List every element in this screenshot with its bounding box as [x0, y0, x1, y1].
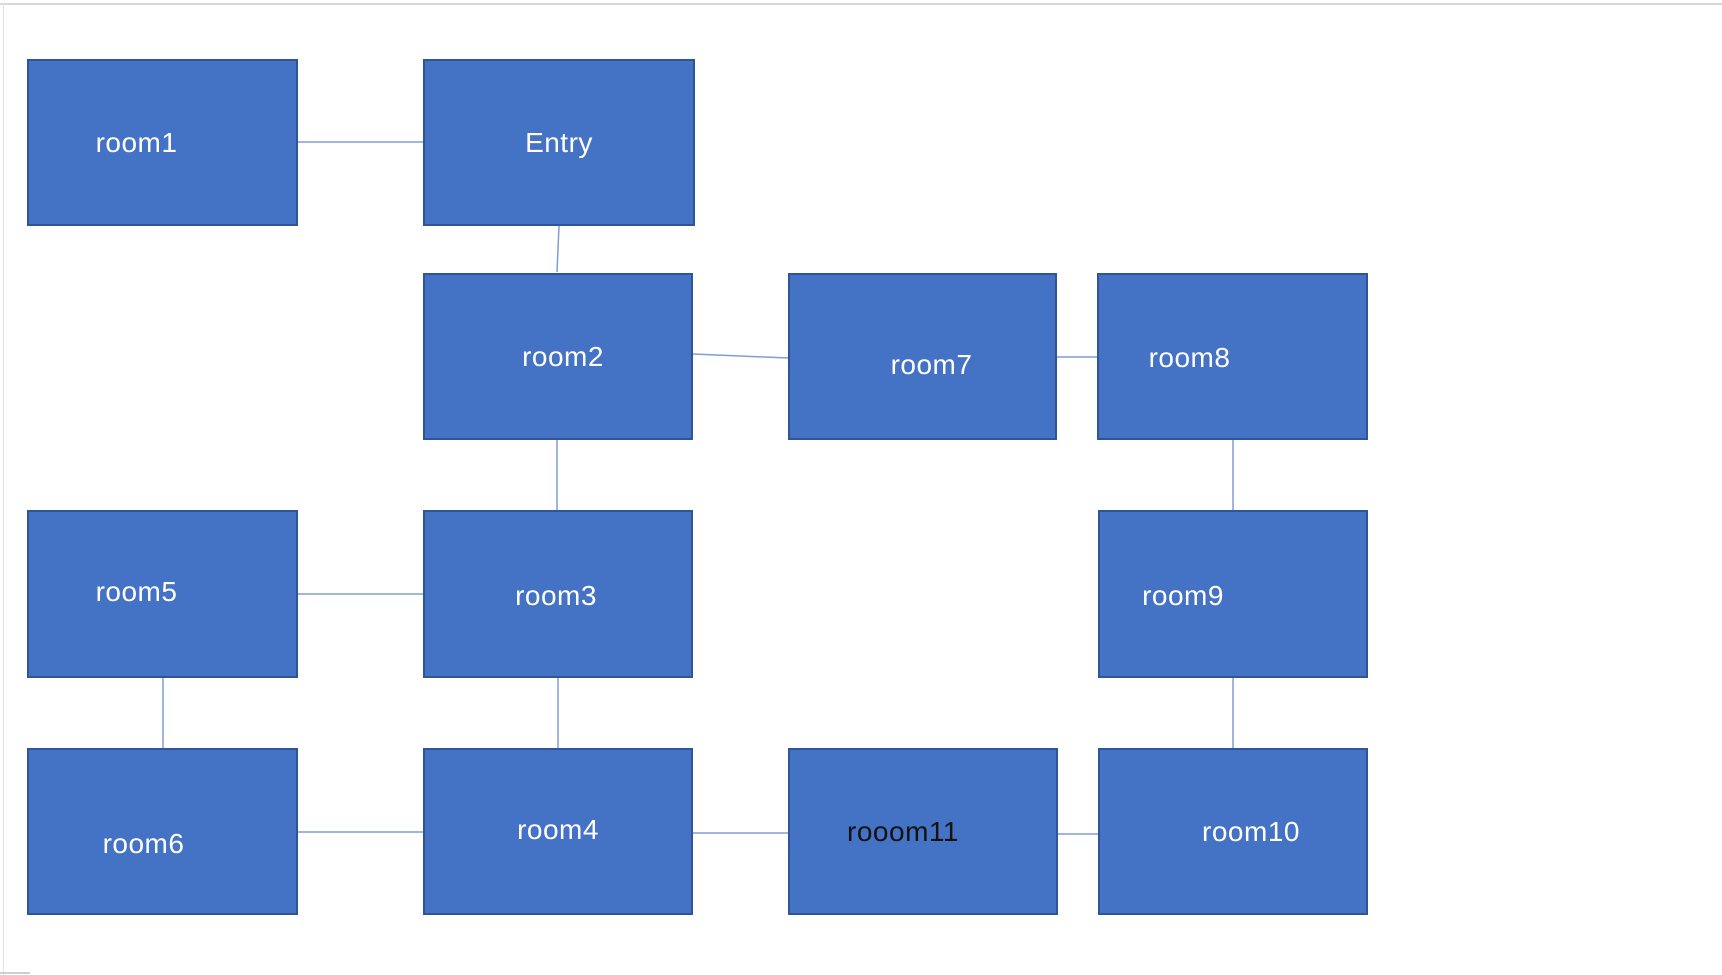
- room-node-label: room7: [890, 348, 973, 380]
- room-node-room3[interactable]: room3: [423, 510, 693, 678]
- room-node-label: room9: [1142, 580, 1224, 611]
- room-node-room4[interactable]: room4: [423, 748, 693, 915]
- room-node-room9[interactable]: room9: [1098, 510, 1368, 678]
- room-node-label: rooom11: [847, 815, 959, 847]
- room-node-room10[interactable]: room10: [1098, 748, 1368, 915]
- canvas-left-edge: [3, 3, 4, 975]
- room-node-rooom11[interactable]: rooom11: [788, 748, 1058, 915]
- room-node-label: room2: [522, 340, 604, 372]
- room-node-label: room8: [1148, 341, 1231, 373]
- room-node-label: room1: [95, 126, 178, 158]
- canvas-bottom-edge: [0, 972, 30, 974]
- room-node-label: room6: [102, 827, 185, 859]
- room-node-label: room4: [517, 813, 599, 845]
- room-node-room2[interactable]: room2: [423, 273, 693, 440]
- room-node-label: Entry: [525, 126, 593, 158]
- room-node-room1[interactable]: room1: [27, 59, 298, 226]
- room-node-room5[interactable]: room5: [27, 510, 298, 678]
- connector-entry-room2[interactable]: [556, 225, 560, 273]
- room-node-room8[interactable]: room8: [1097, 273, 1368, 440]
- room-node-room7[interactable]: room7: [788, 273, 1057, 440]
- room-node-label: room3: [515, 580, 597, 611]
- room-node-label: room10: [1202, 815, 1300, 847]
- canvas-top-edge: [0, 3, 1722, 5]
- room-node-entry[interactable]: Entry: [423, 59, 695, 226]
- connector-room2-room7[interactable]: [692, 353, 789, 359]
- room-node-label: room5: [95, 576, 178, 607]
- room-node-room6[interactable]: room6: [27, 748, 298, 915]
